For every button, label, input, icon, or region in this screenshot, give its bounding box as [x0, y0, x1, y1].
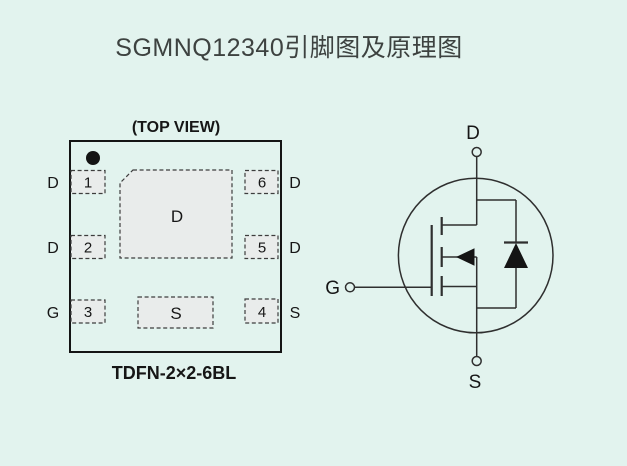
schematic-gate-label: G	[325, 278, 340, 299]
pin-signal-4: S	[290, 305, 301, 322]
source-pad-label: S	[170, 304, 181, 323]
pin-signal-5: D	[289, 240, 301, 257]
package-name: TDFN-2×2-6BL	[112, 363, 237, 383]
page-title: SGMNQ12340引脚图及原理图	[115, 34, 463, 62]
pin-signal-6: D	[289, 175, 301, 192]
gate-terminal	[344, 282, 356, 293]
pin-pad-2	[70, 234, 106, 260]
exposed-pad-drain	[119, 169, 233, 259]
pin-pad-6	[244, 169, 279, 195]
nchannel-arrow	[456, 248, 475, 266]
pin1-indicator-dot	[86, 151, 100, 165]
schematic-drain-label: D	[466, 123, 480, 144]
package-pinout-diagram: (TOP VIEW) D S 1 2 3 D D G 6 5 4 D D S T…	[47, 119, 301, 383]
drain-wire	[441, 156, 516, 226]
transistor-circle	[397, 177, 554, 334]
pin-number-1: 1	[84, 175, 92, 192]
pin-pad-4	[244, 298, 279, 324]
diode-triangle	[504, 243, 528, 268]
mosfet-schematic: D G S	[325, 123, 554, 393]
package-outline	[69, 140, 282, 353]
pin-pad-5	[244, 234, 279, 260]
exposed-pad-drain-label: D	[171, 207, 183, 226]
source-terminal	[471, 355, 482, 367]
schematic-source-label: S	[469, 372, 482, 393]
pin-signal-2: D	[47, 240, 59, 257]
pin-signal-3: G	[47, 305, 59, 322]
source-wire	[441, 257, 516, 357]
pin-pad-3	[70, 299, 106, 324]
pin-signal-1: D	[47, 175, 59, 192]
pin-number-6: 6	[258, 175, 266, 192]
pin-number-5: 5	[258, 240, 266, 257]
pin-number-3: 3	[84, 304, 92, 321]
pin-number-4: 4	[258, 304, 266, 321]
pin-pad-1	[70, 169, 106, 195]
top-view-label: (TOP VIEW)	[132, 119, 220, 136]
pin-number-2: 2	[84, 240, 92, 257]
source-pad	[137, 296, 214, 329]
drain-terminal	[471, 146, 482, 158]
